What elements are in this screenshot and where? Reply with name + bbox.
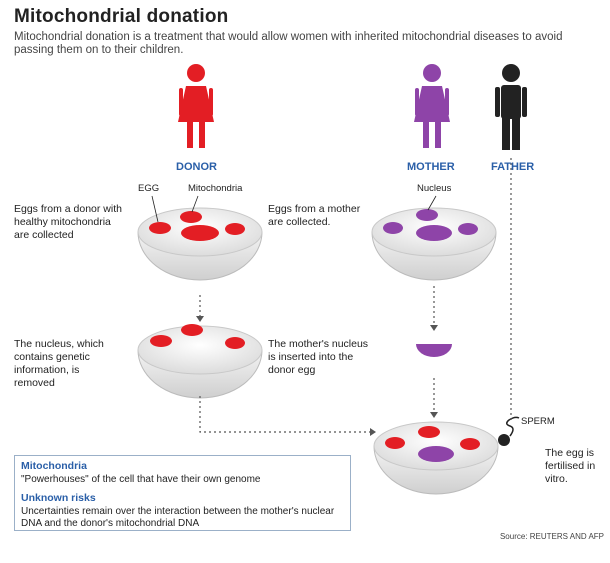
step-fertilised: The egg is fertilised in vitro. (545, 447, 596, 485)
mitochondria-text: "Powerhouses" of the cell that have thei… (21, 474, 261, 485)
step-donor-eggs: Eggs from a donor with healthy mitochond… (14, 203, 122, 241)
fertilised-egg-bowl (373, 421, 499, 495)
sperm-label: SPERM (521, 416, 555, 427)
source-credit: Source: REUTERS AND AFP (499, 532, 604, 541)
donor-figure-icon (178, 64, 214, 148)
donor-egg-bowl (137, 207, 263, 281)
mother-figure-icon (414, 64, 450, 148)
step-nucleus-inserted: The mother's nucleus is inserted into th… (268, 338, 369, 376)
father-label: FATHER (491, 161, 535, 173)
sperm-icon (498, 416, 520, 446)
page-title: Mitochondrial donation (14, 6, 229, 27)
arrow-heads (196, 316, 438, 436)
step-nucleus-removed: The nucleus, which contains genetic info… (14, 338, 104, 389)
info-box: Mitochondria "Powerhouses" of the cell t… (14, 455, 351, 531)
mother-nucleus-shape (416, 344, 452, 357)
risks-heading: Unknown risks (21, 492, 96, 504)
page-subtitle: Mitochondrial donation is a treatment th… (14, 31, 563, 56)
callout-lines (151, 195, 437, 223)
risks-text: Uncertainties remain over the interactio… (21, 506, 335, 529)
donor-enucleated-bowl (137, 324, 263, 399)
mother-egg-bowl (371, 207, 497, 281)
mitochondria-heading: Mitochondria (21, 460, 87, 472)
step-mother-eggs: Eggs from a mother are collected. (268, 203, 361, 228)
donor-label: DONOR (176, 161, 217, 173)
mother-label: MOTHER (407, 161, 455, 173)
flow-arrows (199, 158, 512, 433)
father-figure-icon (495, 64, 527, 150)
nucleus-label: Nucleus (417, 183, 452, 194)
mitochondria-label: Mitochondria (188, 183, 243, 194)
egg-label: EGG (138, 183, 160, 194)
